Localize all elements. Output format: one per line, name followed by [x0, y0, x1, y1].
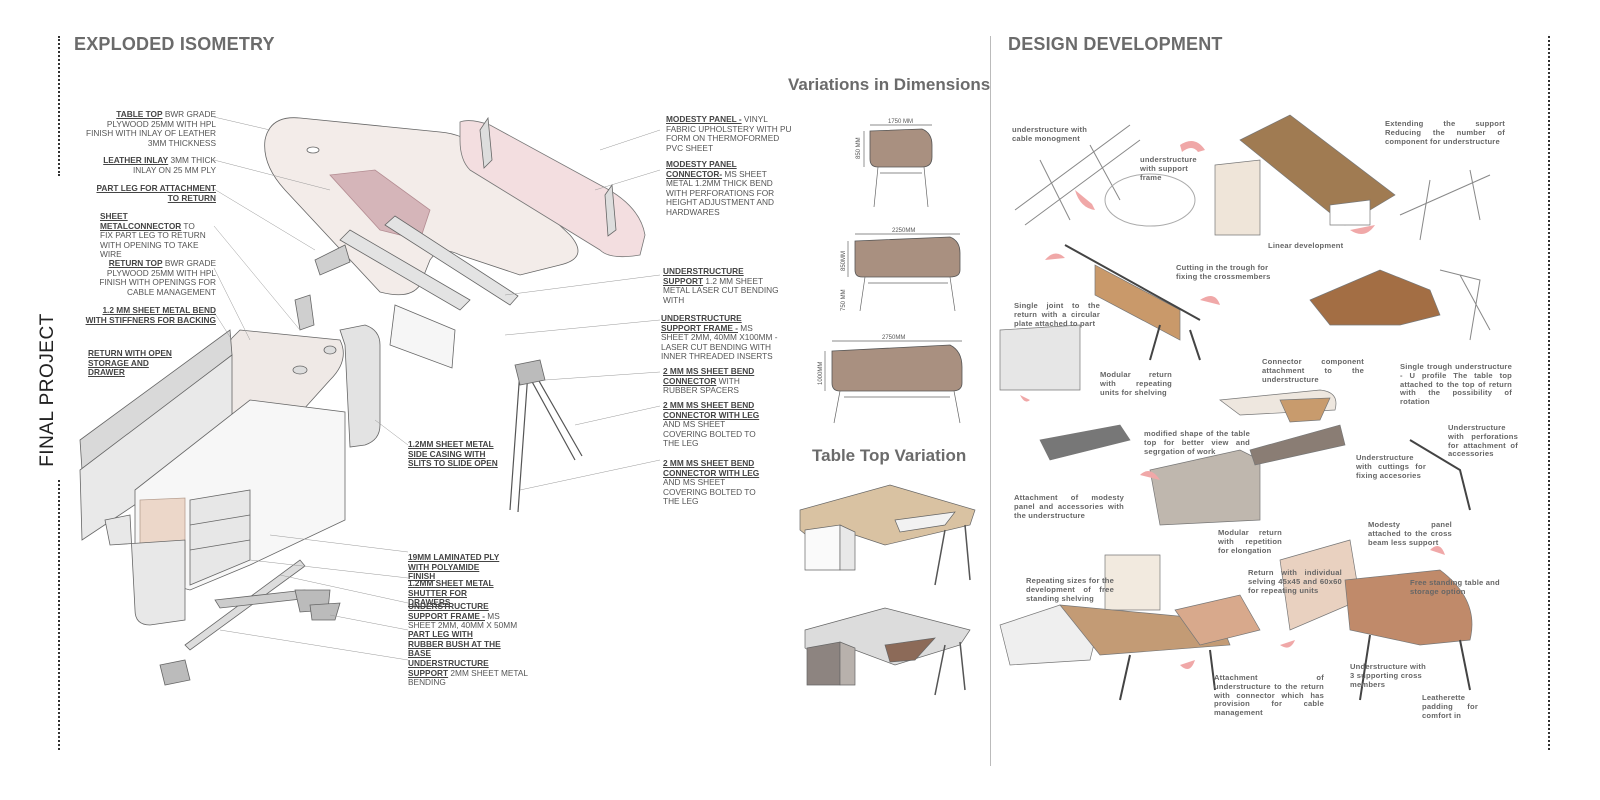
label-return-top: RETURN TOP BWR GRADE PLYWOOD 25MM WITH H… — [99, 258, 216, 297]
note-attachment-return: Attachment of understructure to the retu… — [1214, 673, 1324, 718]
label-bottom-support: UNDERSTRUCTURE SUPPORT 2MM SHEET METAL B… — [408, 658, 528, 688]
left-title: EXPLODED ISOMETRY — [74, 34, 275, 54]
label-understructure-frame: UNDERSTRUCTURE SUPPORT FRAME - MS SHEET … — [661, 313, 778, 362]
label-shutter: 1.2MM SHEET METAL SHUTTER FOR DRAWERS — [408, 578, 494, 608]
label-modesty-connector: MODESTY PANEL CONNECTOR- MS SHEET METAL … — [666, 159, 775, 217]
label-bend-connector-spacers: 2 MM MS SHEET BEND CONNECTOR WITH RUBBER… — [663, 366, 755, 396]
label-leather-inlay: LEATHER INLAY 3MM THICK INLAY ON 25 MM P… — [103, 155, 216, 175]
label-bend-connector-leg-1: 2 MM MS SHEET BEND CONNECTOR WITH LEG AN… — [663, 400, 760, 449]
dim-2-width: 2250MM — [892, 228, 915, 234]
center-divider — [990, 36, 991, 766]
design-development-sketches — [999, 114, 1491, 701]
note-modular-return: Modular return with repeating units for … — [1100, 370, 1172, 397]
note-extending: Extending the support Reducing the numbe… — [1385, 119, 1505, 146]
label-return-storage: RETURN WITH OPEN STORAGE AND DRAWER — [88, 348, 172, 378]
note-cuttings-accessories: Understructure with cuttings for fixing … — [1356, 453, 1426, 480]
dim-3-width: 2750MM — [882, 335, 905, 341]
label-sheet-metal-bend: 1.2 MM SHEET METAL BEND WITH STIFFNERS F… — [85, 305, 216, 325]
label-part-leg-bush: PART LEG WITH RUBBER BUSH AT THE BASE — [408, 629, 501, 659]
note-single-trough: Single trough understructure - U profile… — [1400, 362, 1512, 407]
note-cutting: Cutting in the trough for fixing the cro… — [1176, 263, 1271, 281]
note-free-standing: Free standing table and storage option — [1410, 578, 1500, 596]
label-part-leg: PART LEG FOR ATTACHMENT TO RETURN — [96, 183, 216, 203]
exploded-isometry-drawing — [79, 116, 661, 686]
note-connector: Connector component attachment to the un… — [1262, 357, 1364, 384]
label-understructure-support: UNDERSTRUCTURE SUPPORT 1.2 MM SHEET META… — [663, 266, 779, 305]
right-dotted-border — [1548, 36, 1550, 750]
note-cable: understructure with cable monogment — [1012, 125, 1088, 143]
label-modesty-panel: MODESTY PANEL - VINYL FABRIC UPHOLSTERY … — [666, 114, 792, 153]
note-individual-selving: Return with individual selving 45x45 and… — [1248, 568, 1342, 595]
label-side-casing: 1.2MM SHEET METAL SIDE CASING WITH SLITS… — [408, 439, 498, 469]
dim-2-leg: 750 MM — [841, 289, 847, 311]
note-support-frame: understructure with support frame — [1140, 155, 1197, 182]
note-modesty-cross-beam: Modesty panel attached to the cross beam… — [1368, 520, 1452, 547]
dim-1-height: 850 MM — [856, 137, 862, 159]
note-leatherette: Leatherette padding for comfort in — [1422, 693, 1478, 720]
label-sheet-metal-connector: SHEET METALCONNECTOR TO FIX PART LEG TO … — [100, 211, 206, 260]
label-table-top: TABLE TOP BWR GRADE PLYWOOD 25MM WITH HP… — [86, 109, 216, 148]
note-linear: Linear development — [1268, 241, 1344, 250]
note-perforations: Understructure with perforations for att… — [1448, 423, 1518, 459]
label-laminated-ply: 19MM LAMINATED PLY WITH POLYAMIDE FINISH — [408, 552, 500, 582]
tabletop-title: Table Top Variation — [812, 446, 967, 465]
label-bottom-frame: UNDERSTRUCTURE SUPPORT FRAME - MS SHEET … — [408, 601, 518, 631]
left-dotted-border-lower — [58, 480, 60, 750]
dim-1-width: 1750 MM — [888, 119, 913, 125]
right-title: DESIGN DEVELOPMENT — [1008, 34, 1223, 54]
dim-3-height: 1000MM — [818, 362, 824, 385]
note-three-cross-members: Understructure with 3 supporting cross m… — [1350, 662, 1426, 689]
note-modified-shape: modified shape of the table top for bett… — [1144, 429, 1250, 456]
dim-2-height: 850MM — [841, 251, 847, 271]
left-dotted-border — [58, 36, 60, 176]
note-single-joint: Single joint to the return with a circul… — [1014, 301, 1100, 328]
note-repeating-sizes: Repeating sizes for the development of f… — [1026, 576, 1114, 603]
note-modular-elongation: Modular return with repetition for elong… — [1218, 528, 1282, 555]
label-bend-connector-leg-2: 2 MM MS SHEET BEND CONNECTOR WITH LEG AN… — [663, 458, 760, 507]
dimension-variations: 1750 MM 850 MM 2250MM 850MM 750 MM 2750M… — [818, 119, 963, 424]
tabletop-variation-renders — [799, 484, 976, 696]
variations-title: Variations in Dimensions — [788, 75, 991, 94]
note-modesty-attachment: Attachment of modesty panel and accessor… — [1014, 493, 1124, 520]
